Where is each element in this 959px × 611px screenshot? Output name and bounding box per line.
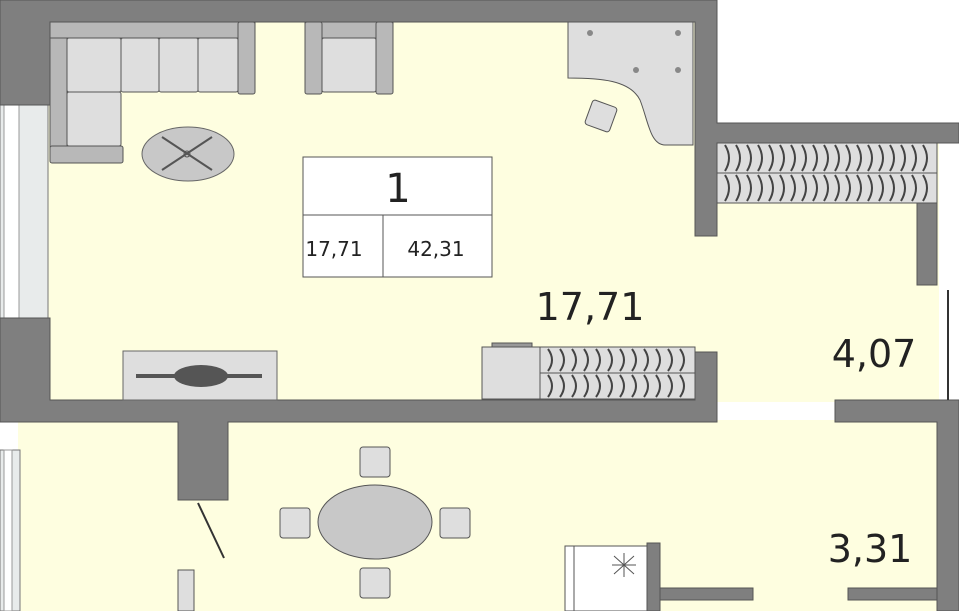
dining-table (317, 484, 433, 560)
hanger-icon (547, 374, 553, 398)
hanger-icon (867, 144, 873, 172)
hanger-icon (823, 174, 829, 202)
hanger-icon (547, 348, 553, 372)
hallway-area: 4,07 (832, 332, 917, 376)
hanger-icon (845, 144, 851, 172)
hanger-icon (667, 348, 673, 372)
hanger-icon (559, 348, 565, 372)
hanger-icon (801, 174, 807, 202)
hanger-icon (768, 144, 774, 172)
door-swing (197, 290, 949, 559)
hanger-icon (746, 174, 752, 202)
hanger-icon (655, 374, 661, 398)
living-room-area: 17,71 (536, 285, 645, 329)
hanger-icon (889, 174, 895, 202)
room-number: 1 (385, 166, 410, 212)
tv-stand (122, 350, 278, 401)
hanger-icon (655, 348, 661, 372)
hanger-icon (900, 144, 906, 172)
corner-desk (567, 21, 694, 146)
hanger-icon (801, 144, 807, 172)
bathroom-area: 3,31 (828, 527, 913, 571)
corner-sofa (49, 21, 256, 164)
hanger-icon (867, 174, 873, 202)
hanger-icon (834, 144, 840, 172)
hanger-icon (595, 348, 601, 372)
hanger-icon (724, 144, 730, 172)
coffee-table (141, 126, 235, 182)
hanger-icon (595, 374, 601, 398)
kitchen-floor (18, 420, 939, 611)
hanger-icon (631, 374, 637, 398)
hanger-icon (856, 174, 862, 202)
hanger-icon (878, 144, 884, 172)
hanger-icon (571, 348, 577, 372)
hanger-icon (900, 174, 906, 202)
hanger-icon (779, 174, 785, 202)
hanger-icon (679, 348, 685, 372)
hanger-icon (834, 174, 840, 202)
armchair (304, 21, 394, 95)
hanger-icon (631, 348, 637, 372)
window-left-bottom (0, 449, 21, 611)
hanger-icon (878, 174, 884, 202)
dining-chairs (279, 446, 471, 599)
hanger-icon (768, 174, 774, 202)
hanger-icon (922, 144, 928, 172)
hanger-icon (667, 374, 673, 398)
hanger-icon (911, 144, 917, 172)
hanger-icon (643, 348, 649, 372)
hanger-icon (735, 144, 741, 172)
hanger-icon (619, 348, 625, 372)
hanger-icon (619, 374, 625, 398)
hanger-icon (911, 174, 917, 202)
hanger-icon (607, 374, 613, 398)
hanger-icon (571, 374, 577, 398)
hanger-icon (922, 174, 928, 202)
hanger-icon (583, 374, 589, 398)
kitchen-rack (481, 342, 696, 400)
hanger-icon (724, 174, 730, 202)
total-area-value: 42,31 (407, 237, 464, 261)
window-left-top (0, 104, 49, 319)
hanger-icon (735, 174, 741, 202)
hanger-icon (790, 144, 796, 172)
fridge (564, 545, 648, 611)
door-frame-bottom (177, 569, 195, 611)
hanger-icon (559, 374, 565, 398)
hanger-icon (812, 174, 818, 202)
hanger-icon (746, 144, 752, 172)
hanger-icon (856, 144, 862, 172)
hanger-icon (812, 144, 818, 172)
hanger-icon (823, 144, 829, 172)
hanger-icon (757, 174, 763, 202)
area-label-box: 1 17,71 42,31 (302, 156, 493, 278)
hanger-icon (607, 348, 613, 372)
hanger-icon (643, 374, 649, 398)
hanger-icon (779, 144, 785, 172)
hanger-icon (757, 144, 763, 172)
wardrobe (716, 142, 938, 204)
hanger-icon (889, 144, 895, 172)
hanger-icon (583, 348, 589, 372)
hanger-icon (679, 374, 685, 398)
living-area-value: 17,71 (305, 237, 362, 261)
hanger-icon (845, 174, 851, 202)
hanger-icon (790, 174, 796, 202)
office-chair (584, 99, 618, 133)
